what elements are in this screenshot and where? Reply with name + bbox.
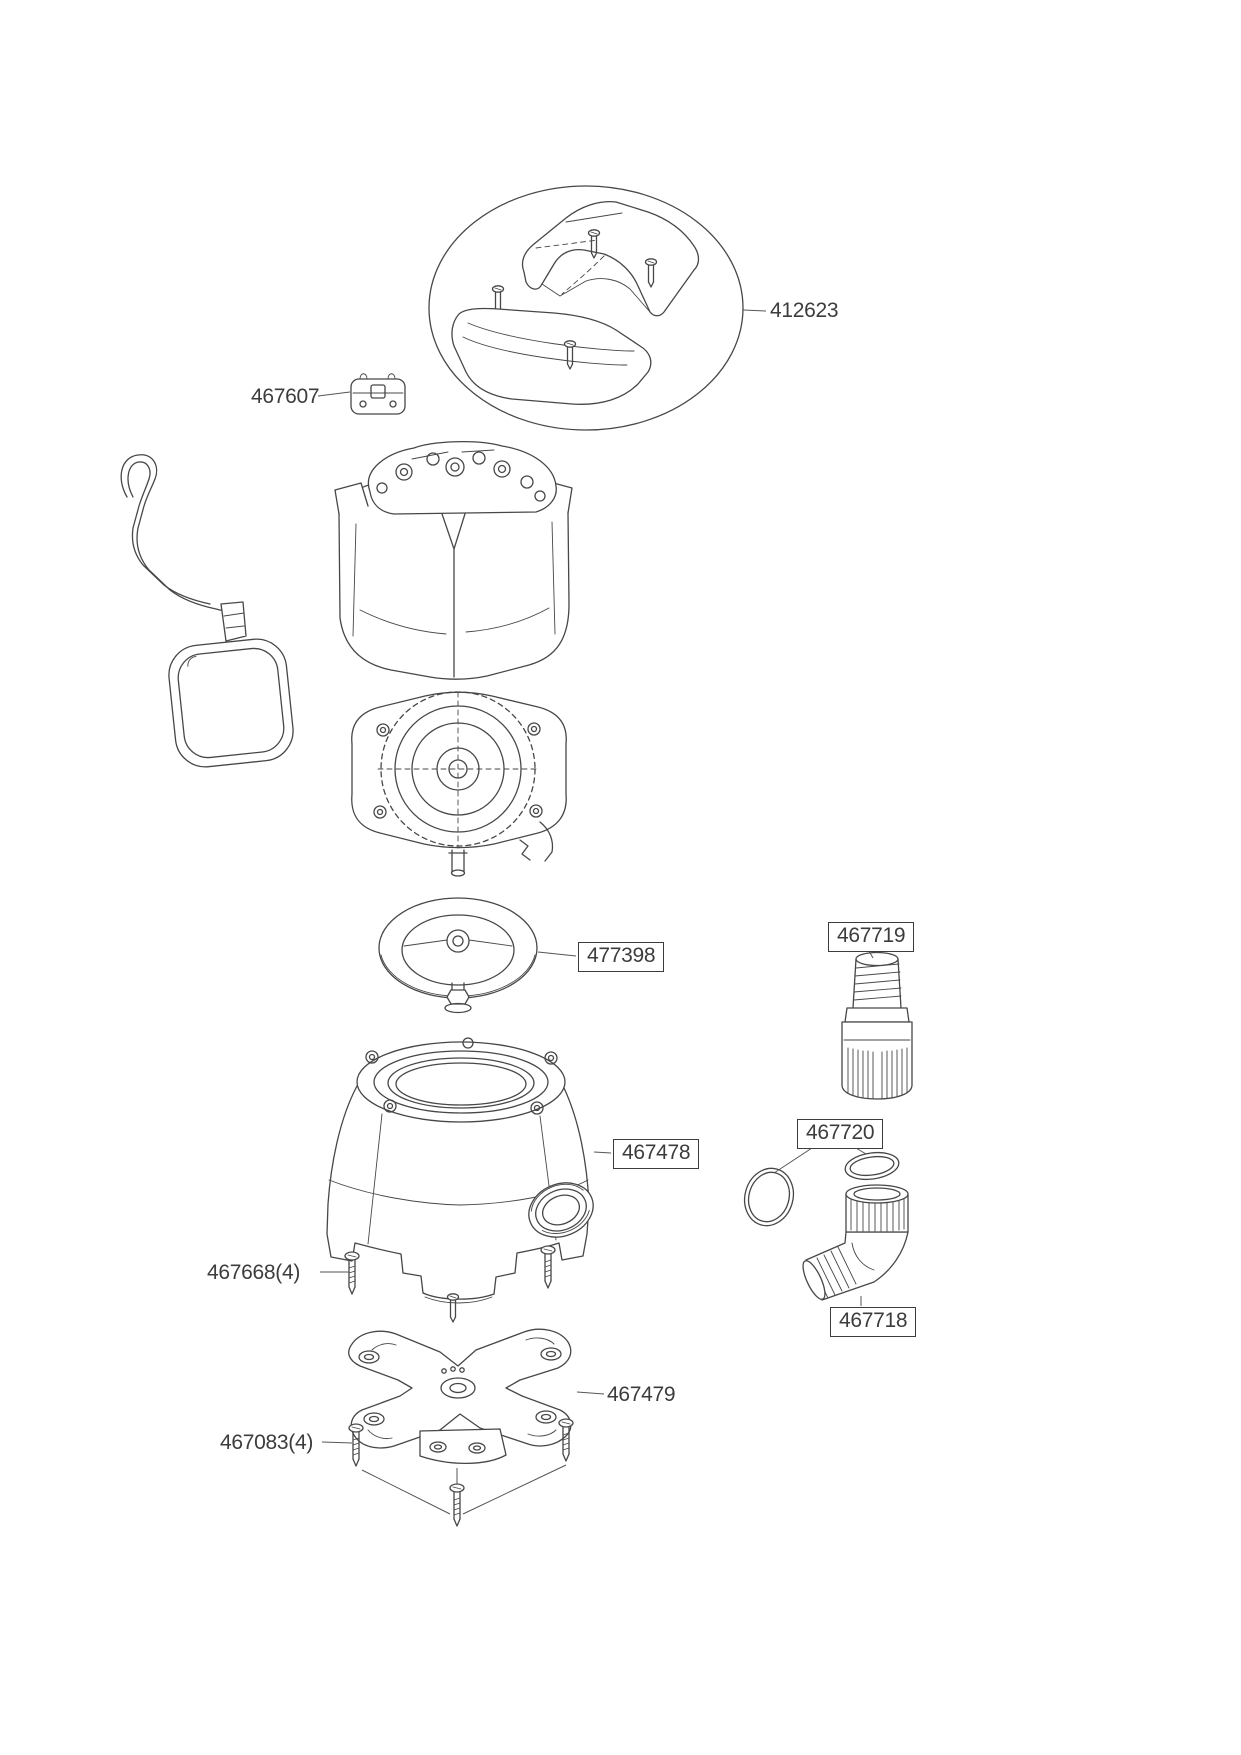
- threaded-adapter-part: [841, 951, 913, 1100]
- float-switch-part: [120, 454, 294, 768]
- handle-assembly-part: [428, 185, 744, 431]
- screw-part: [449, 1483, 465, 1527]
- base-plate-part: [348, 1328, 572, 1465]
- elbow-fitting-part: [802, 1184, 909, 1301]
- part-label-base-plate: 467479: [607, 1383, 676, 1406]
- motor-housing-part: [334, 441, 573, 680]
- leader-lines: [317, 309, 874, 1444]
- diaphragm-cover-part: [378, 897, 538, 1014]
- cable-clip-part: [350, 373, 406, 415]
- part-label-handle-assembly: 412623: [770, 299, 839, 322]
- screw-part: [348, 1423, 364, 1467]
- part-label-cable-clip: 467607: [251, 385, 320, 408]
- part-label-threaded-adapter[interactable]: 467719: [828, 922, 915, 952]
- pump-housing-part: [326, 1037, 594, 1304]
- part-label-housing-screws: 467668(4): [207, 1261, 301, 1284]
- part-label-o-rings[interactable]: 467720: [797, 1119, 884, 1149]
- o-rings-part: [743, 1151, 900, 1227]
- part-label-elbow-fitting[interactable]: 467718: [830, 1307, 917, 1337]
- screw-part: [540, 1245, 556, 1289]
- motor-stator-part: [351, 691, 567, 877]
- part-label-pump-housing[interactable]: 467478: [613, 1139, 700, 1169]
- screw-part: [344, 1251, 360, 1295]
- part-label-base-screws: 467083(4): [220, 1431, 314, 1454]
- screw-part: [446, 1293, 460, 1323]
- part-label-diaphragm-cover[interactable]: 477398: [578, 942, 665, 972]
- base-screws-part: [348, 1418, 574, 1527]
